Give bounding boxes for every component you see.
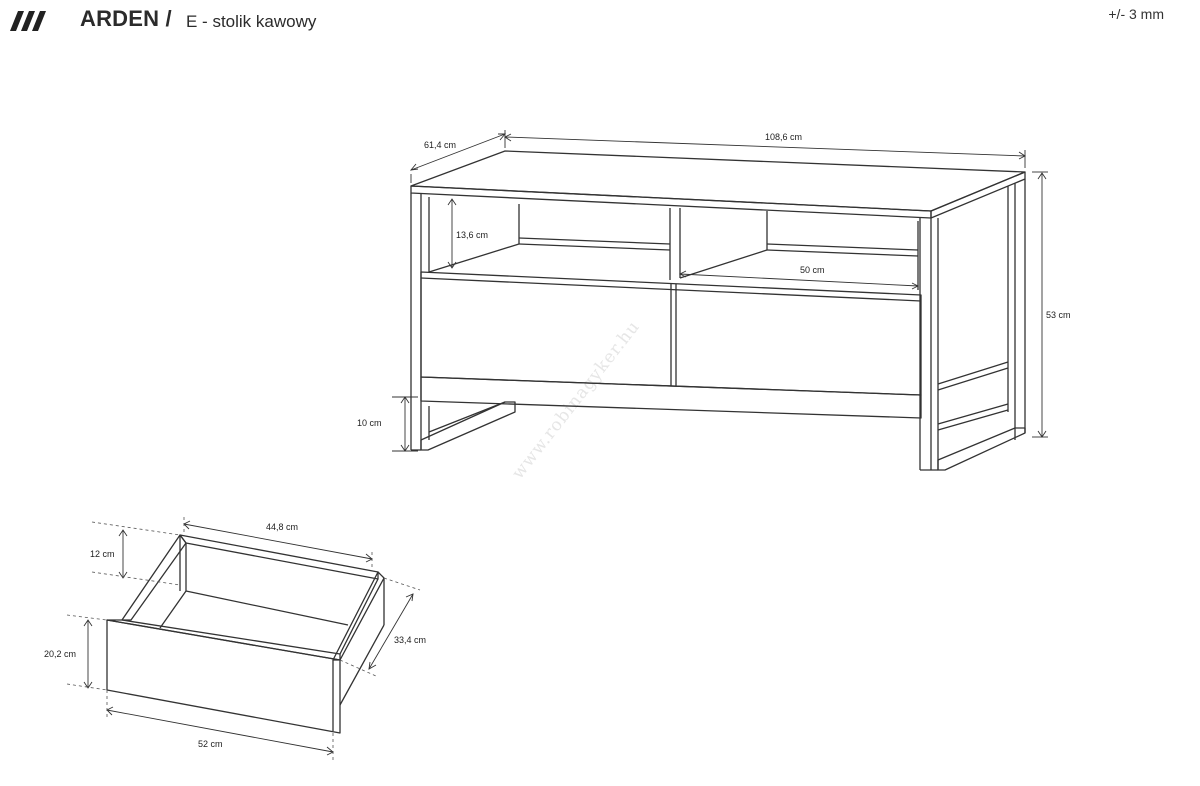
drawer-front-width-label: 52 cm xyxy=(198,739,223,749)
dim-shelf-width-label: 50 cm xyxy=(800,265,825,275)
drawer-front-top-edge xyxy=(106,619,341,661)
table-top-front-edge xyxy=(410,185,932,219)
drawer-right-side xyxy=(332,571,385,661)
dim-leg-height-label: 10 cm xyxy=(357,418,382,428)
lower-rail xyxy=(420,376,922,419)
table-top-surface xyxy=(410,150,1026,212)
product-title: ARDEN / xyxy=(80,6,172,31)
tolerance-note: +/- 3 mm xyxy=(1108,6,1164,22)
dim-width-label: 108,6 cm xyxy=(765,132,802,142)
dim-shelf-height-label: 13,6 cm xyxy=(456,230,488,240)
drawer-depth-label: 33,4 cm xyxy=(394,635,426,645)
drawer-front-height-label: 20,2 cm xyxy=(44,649,76,659)
watermark-text: www.robinagyker.hu xyxy=(508,317,644,483)
drawer-inner-width-label: 44,8 cm xyxy=(266,522,298,532)
drawer-left-side xyxy=(121,534,187,621)
dim-depth-label: 61,4 cm xyxy=(424,140,456,150)
right-sled-bottom xyxy=(937,427,1026,471)
table-top-side-edge xyxy=(930,171,1026,219)
table-dimension-lines xyxy=(392,130,1048,452)
dim-height-label: 53 cm xyxy=(1046,310,1071,320)
drawer xyxy=(106,534,385,734)
three-slashes-icon xyxy=(10,11,46,31)
drawer-dimension-lines xyxy=(83,520,414,756)
left-sled-bottom xyxy=(420,401,516,451)
coffee-table xyxy=(410,150,1026,471)
drawer-inner-height-label: 12 cm xyxy=(90,549,115,559)
product-subtitle: E - stolik kawowy xyxy=(186,12,317,31)
header: ARDEN / E - stolik kawowy +/- 3 mm xyxy=(0,0,1200,40)
drawer-extension-lines xyxy=(66,517,421,760)
